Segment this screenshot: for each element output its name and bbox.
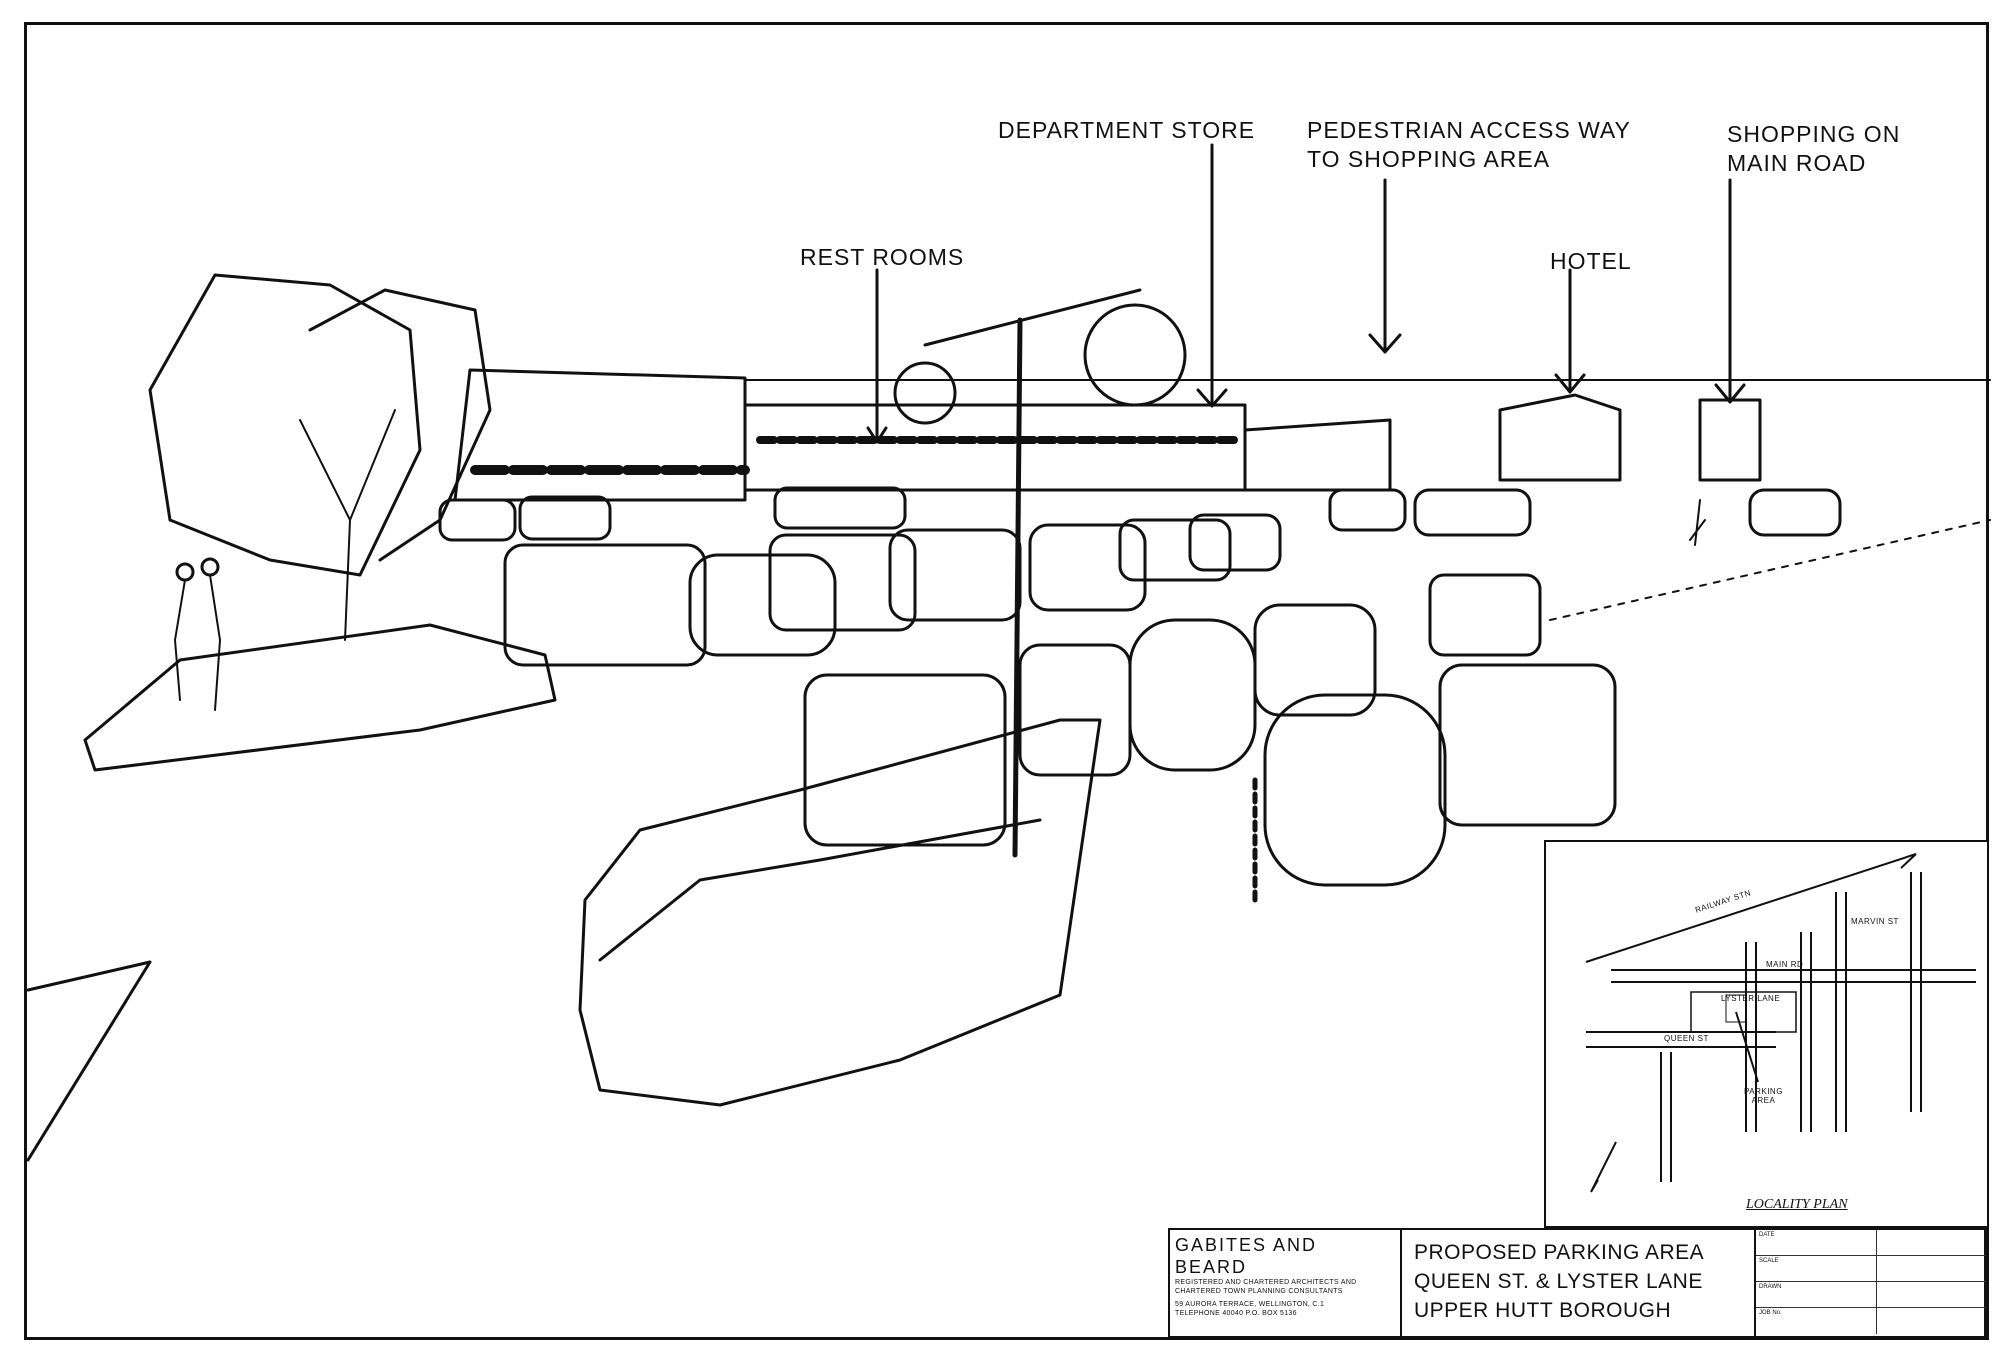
car-beetle-1 bbox=[1128, 618, 1257, 772]
tb-row: SCALE bbox=[1756, 1256, 1986, 1282]
center-planter-island bbox=[578, 718, 1102, 1107]
car-dark-2 bbox=[1118, 518, 1232, 582]
street-main-rd: MAIN RD bbox=[1766, 960, 1804, 969]
car-sedan-3 bbox=[1028, 523, 1147, 612]
lamp-globe-small bbox=[893, 361, 957, 425]
label-shopping-main-road: SHOPPING ON MAIN ROAD bbox=[1727, 121, 1901, 176]
label-hotel: HOTEL bbox=[1550, 248, 1632, 274]
firm-address-1: 59 AURORA TERRACE, WELLINGTON, C.1 bbox=[1175, 1301, 1325, 1308]
tb-row-label: JOB No. bbox=[1759, 1310, 1782, 1316]
street-parking-area: PARKING AREA bbox=[1744, 1087, 1783, 1105]
car-small-1 bbox=[1188, 513, 1282, 572]
tb-row: JOB No. bbox=[1756, 1308, 1986, 1334]
label-rest-rooms: REST ROOMS bbox=[800, 244, 965, 270]
locality-plan-inset: RAILWAY STN MAIN RD LYSTER LANE QUEEN ST… bbox=[1544, 840, 1989, 1228]
car-front-sedan bbox=[803, 673, 1007, 847]
lamp-globe-large bbox=[1083, 303, 1187, 407]
drawing-sheet-border bbox=[24, 22, 1989, 1340]
car-dark-3 bbox=[1428, 573, 1542, 657]
low-building bbox=[1243, 418, 1392, 492]
drawing-title-line-2: QUEEN ST. & LYSTER LANE bbox=[1414, 1270, 1703, 1293]
street-marvin-st: MARVIN ST bbox=[1851, 917, 1899, 926]
car-sedan-1 bbox=[688, 553, 837, 657]
car-back-row bbox=[773, 486, 907, 530]
tb-row-label: DATE bbox=[1759, 1232, 1775, 1238]
label-pedestrian-access: PEDESTRIAN ACCESS WAY TO SHOPPING AREA bbox=[1307, 117, 1631, 172]
tree-canopy-2 bbox=[308, 288, 492, 562]
drawing-title-line-3: UPPER HUTT BOROUGH bbox=[1414, 1299, 1672, 1322]
tb-row-label: DRAWN bbox=[1759, 1284, 1782, 1290]
car-beetle-2 bbox=[1263, 693, 1447, 887]
drawing-title-line-1: PROPOSED PARKING AREA bbox=[1414, 1241, 1705, 1264]
tb-row: DATE bbox=[1756, 1230, 1986, 1256]
car-stationwagon bbox=[503, 543, 707, 667]
car-right-sedan bbox=[1438, 663, 1617, 827]
car-dark-1 bbox=[768, 533, 917, 632]
department-store-building bbox=[453, 368, 747, 502]
car-far-3 bbox=[1748, 488, 1842, 537]
lamp-post bbox=[1012, 317, 1023, 858]
firm-address-2: TELEPHONE 40040 P.O. BOX 5136 bbox=[1175, 1310, 1297, 1317]
tb-row: DRAWN bbox=[1756, 1282, 1986, 1308]
car-back-2 bbox=[518, 495, 612, 541]
department-store-arrow bbox=[1196, 143, 1228, 408]
car-far-2 bbox=[1413, 488, 1532, 537]
car-sedan-2 bbox=[888, 528, 1022, 622]
main-road-shop bbox=[1698, 398, 1762, 482]
locality-plan-map bbox=[1585, 853, 1976, 1193]
street-lyster-lane: LYSTER LANE bbox=[1721, 994, 1781, 1003]
firm-name: GABITES AND BEARD bbox=[1175, 1235, 1318, 1277]
shopping-main-road-arrow bbox=[1714, 178, 1746, 404]
pedestrians-left bbox=[174, 574, 221, 711]
firm-desc-2: CHARTERED TOWN PLANNING CONSULTANTS bbox=[1175, 1288, 1343, 1295]
locality-plan-title: LOCALITY PLAN bbox=[1746, 1197, 1848, 1212]
left-corner-planter bbox=[26, 960, 152, 1162]
drawing-title: PROPOSED PARKING AREA QUEEN ST. & LYSTER… bbox=[1414, 1238, 1734, 1325]
pedestrian-access-arrow bbox=[1368, 178, 1402, 354]
car-dark-front bbox=[1018, 643, 1132, 777]
tb-row-label: SCALE bbox=[1759, 1258, 1779, 1264]
title-block-grid: DATE SCALE DRAWN JOB No. bbox=[1754, 1230, 1986, 1336]
car-back-1 bbox=[438, 498, 517, 542]
car-sedan-front bbox=[1253, 603, 1377, 717]
shop-building bbox=[743, 403, 1247, 492]
tree-canopy-1 bbox=[148, 273, 422, 577]
rest-rooms-arrow bbox=[866, 268, 888, 444]
pedestrian-right bbox=[1689, 499, 1706, 546]
firm-panel: GABITES AND BEARD REGISTERED AND CHARTER… bbox=[1170, 1230, 1402, 1336]
car-far-1 bbox=[1328, 488, 1407, 532]
street-queen-st: QUEEN ST bbox=[1664, 1034, 1709, 1043]
hotel-building bbox=[1498, 393, 1622, 482]
label-department-store: DEPARTMENT STORE bbox=[998, 117, 1256, 143]
left-planter-island bbox=[83, 623, 557, 772]
firm-desc-1: REGISTERED AND CHARTERED ARCHITECTS AND bbox=[1175, 1279, 1357, 1286]
hotel-arrow bbox=[1554, 268, 1586, 394]
title-block: GABITES AND BEARD REGISTERED AND CHARTER… bbox=[1168, 1228, 1986, 1338]
